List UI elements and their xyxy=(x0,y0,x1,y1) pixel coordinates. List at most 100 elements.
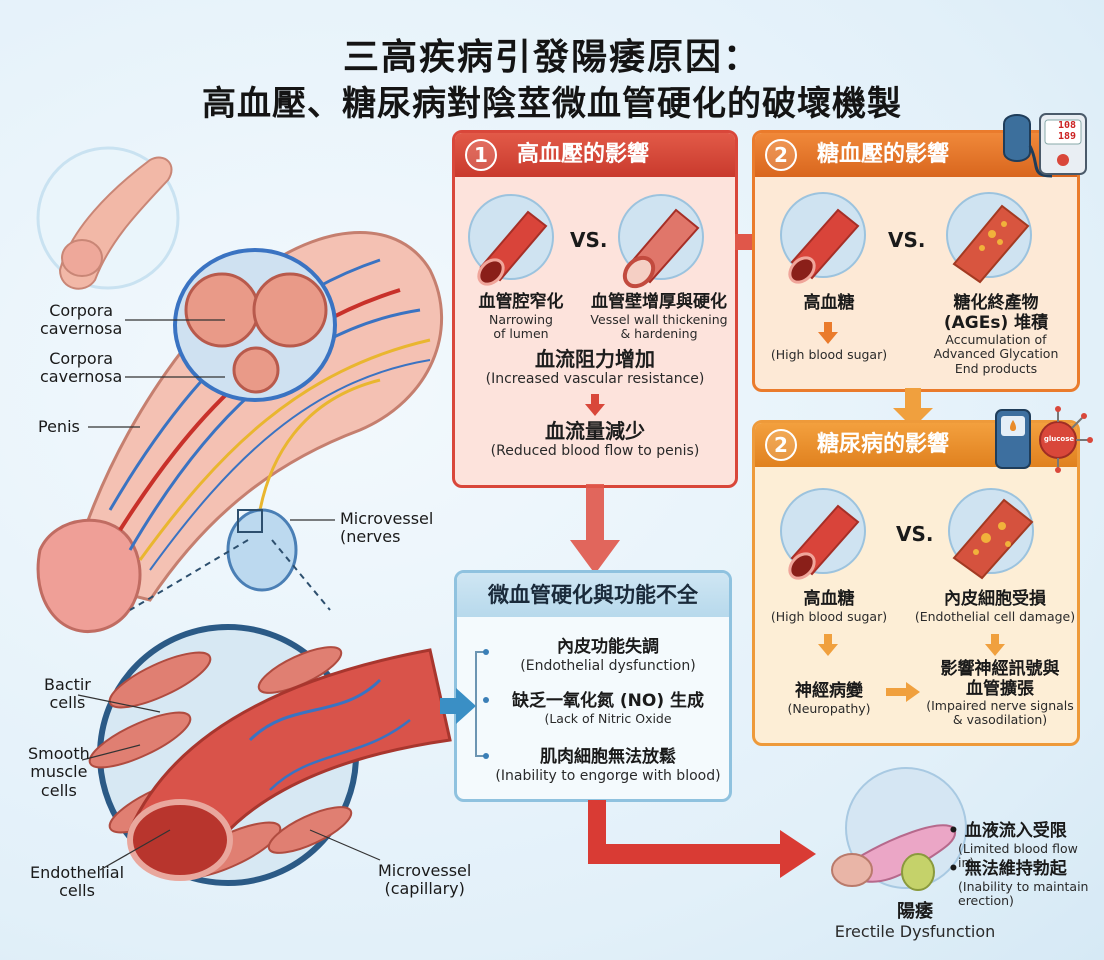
vessel-thickening-icon xyxy=(618,194,704,289)
arrow-down-icon xyxy=(570,484,620,574)
outcome-bullet-zh: • 無法維持勃起 xyxy=(948,859,1067,879)
corpus-cavernosum-left xyxy=(184,272,260,348)
panel-hypertension: 1 高血壓的影響 xyxy=(452,130,738,488)
arrow-down-icon xyxy=(818,322,838,344)
neuropathy-label: 神經病變 (Neuropathy) xyxy=(764,681,894,716)
outcome-bullet: • 無法維持勃起 (Inability to maintain erection… xyxy=(948,859,1098,908)
penis-shaft xyxy=(68,231,444,602)
high-sugar-en-label: (High blood sugar) xyxy=(764,347,894,362)
thickening-zh: 血管壁增厚與硬化 xyxy=(591,292,727,312)
reduced-flow-zh: 血流量減少 xyxy=(545,419,645,443)
diab-high-sugar-en: (High blood sugar) xyxy=(770,608,888,624)
zoom-box xyxy=(237,509,263,533)
nerve-line xyxy=(138,338,431,561)
narrowing-label: 血管腔窄化 Narrowing of lumen xyxy=(462,292,580,341)
high-sugar-en: (High blood sugar) xyxy=(770,347,888,362)
micro-item-en: (Inability to engorge with blood) xyxy=(495,767,721,784)
micro-item: 肌肉細胞無法放鬆 (Inability to engorge with bloo… xyxy=(486,747,730,784)
monitor-reading-top: 108 xyxy=(1057,120,1077,131)
monitor-reading: 108 189 xyxy=(1049,120,1085,142)
vessel-narrowing-icon xyxy=(468,194,554,286)
impaired-signals-en: (Impaired nerve signals & vasodilation) xyxy=(926,698,1074,728)
main-title: 三高疾病引發陽痿原因： xyxy=(342,37,761,78)
resistance-en: (Increased vascular resistance) xyxy=(485,371,705,387)
narrowing-zh: 血管腔窄化 xyxy=(478,292,564,312)
glans xyxy=(36,518,142,633)
outcome-bullet-en: (Limited blood flow in) xyxy=(958,840,1078,870)
diab-high-sugar-zh: 高血糖 xyxy=(803,589,855,609)
endothelial-damage-zh: 內皮細胞受損 xyxy=(944,589,1046,609)
panel-header: 微血管硬化與功能不全 xyxy=(457,573,729,617)
high-sugar-label: 高血糖 xyxy=(764,293,894,314)
ed-penis-illustration xyxy=(831,767,967,891)
micro-item-zh: 缺乏一氧化氮 (NO) 生成 xyxy=(511,691,705,711)
pointer-line xyxy=(77,694,161,713)
step-number: 2 xyxy=(765,429,797,461)
resistance-zh: 血流阻力增加 xyxy=(535,347,655,371)
thickening-en: Vessel wall thickening & hardening xyxy=(590,311,728,341)
reduced-flow-label: 血流量減少 (Reduced blood flow to penis) xyxy=(460,419,730,460)
arrow-down-icon xyxy=(893,388,933,428)
panel-title: 糖血壓的影響 xyxy=(817,142,950,167)
narrowing-en: Narrowing of lumen xyxy=(489,311,553,341)
thickening-label: 血管壁增厚與硬化 Vessel wall thickening & harden… xyxy=(580,292,738,341)
ages-label: 糖化終產物 (AGEs) 堆積 Accumulation of Advanced… xyxy=(918,293,1074,376)
main-subtitle: 高血壓、糖尿病對陰莖微血管硬化的破壞機製 xyxy=(202,84,902,124)
inset-testis-icon xyxy=(61,239,103,277)
micro-item-en: (Lack of Nitric Oxide xyxy=(544,710,672,726)
outcome-bullet-en: (Inability to maintain erection) xyxy=(958,878,1089,908)
panel-title: 糖尿病的影響 xyxy=(817,432,950,457)
glucose-molecule-label: glucose xyxy=(1043,435,1075,443)
capillary-veins xyxy=(269,719,411,791)
arrow-right-icon xyxy=(886,682,920,702)
label-corpora-1: Corpora cavernosa xyxy=(40,301,123,339)
micro-item-zh: 內皮功能失調 xyxy=(557,637,659,657)
micro-item: 缺乏一氧化氮 (NO) 生成 (Lack of Nitric Oxide xyxy=(484,691,732,726)
vein-line xyxy=(149,359,431,571)
neuropathy-zh: 神經病變 xyxy=(795,681,863,701)
list-bracket xyxy=(475,649,489,759)
arrow-down-icon xyxy=(818,634,838,656)
outcome-label: 陽痿 Erectile Dysfunction xyxy=(820,901,1010,941)
outcome-zh: 陽痿 xyxy=(897,901,933,922)
pointer-line xyxy=(99,829,171,871)
nerve-line xyxy=(258,378,381,511)
high-sugar-vessel-icon xyxy=(780,488,866,580)
outcome-bullet-text: 血液流入受限 xyxy=(964,821,1067,841)
arrow-down-icon xyxy=(985,634,1005,656)
outcome-bullet: • 血液流入受限 (Limited blood flow in) xyxy=(948,821,1098,870)
corpus-cavernosum-right xyxy=(252,272,328,348)
panel-header: 1 高血壓的影響 xyxy=(455,133,735,177)
label-penis: Penis xyxy=(38,417,80,436)
reduced-flow-en: (Reduced blood flow to penis) xyxy=(490,443,700,459)
resistance-label: 血流阻力增加 (Increased vascular resistance) xyxy=(460,347,730,388)
outcome-en: Erectile Dysfunction xyxy=(834,921,996,941)
label-microvessel-nerves: Microvessel (nerves xyxy=(340,509,434,547)
label-corpora-2: Corpora cavernosa xyxy=(40,349,123,387)
panel-title: 高血壓的影響 xyxy=(517,142,650,167)
arrow-down-icon xyxy=(585,394,605,416)
diab-high-sugar-label: 高血糖 (High blood sugar) xyxy=(764,589,894,624)
label-bactir-cells: Bactir cells xyxy=(44,675,91,713)
micro-item-en: (Endothelial dysfunction) xyxy=(520,657,696,674)
arrow-elbow-icon xyxy=(588,800,816,878)
step-number: 2 xyxy=(765,139,797,171)
glucose-meter-icon xyxy=(995,406,1093,473)
capillary-veins xyxy=(248,678,382,742)
magnified-vessel-illustration xyxy=(77,539,452,886)
micro-item-zh: 肌肉細胞無法放鬆 xyxy=(540,747,676,767)
high-sugar-vessel-icon xyxy=(780,192,866,284)
capillary-lumen xyxy=(127,799,233,881)
arrow-right-icon xyxy=(440,688,476,724)
corpus-spongiosum xyxy=(232,346,280,394)
impaired-signals-label: 影響神經訊號與 血管擴張 (Impaired nerve signals & v… xyxy=(920,659,1080,728)
anatomy-illustration xyxy=(36,146,444,633)
vs-label: VS. xyxy=(888,228,926,252)
impaired-signals-zh: 影響神經訊號與 血管擴張 xyxy=(940,659,1060,699)
pointer-line xyxy=(81,744,141,761)
vs-label: VS. xyxy=(570,228,608,252)
blood-pressure-monitor-icon xyxy=(1003,113,1087,178)
label-smooth-muscle-cells: Smooth muscle cells xyxy=(28,744,90,800)
vs-label: VS. xyxy=(896,522,934,546)
